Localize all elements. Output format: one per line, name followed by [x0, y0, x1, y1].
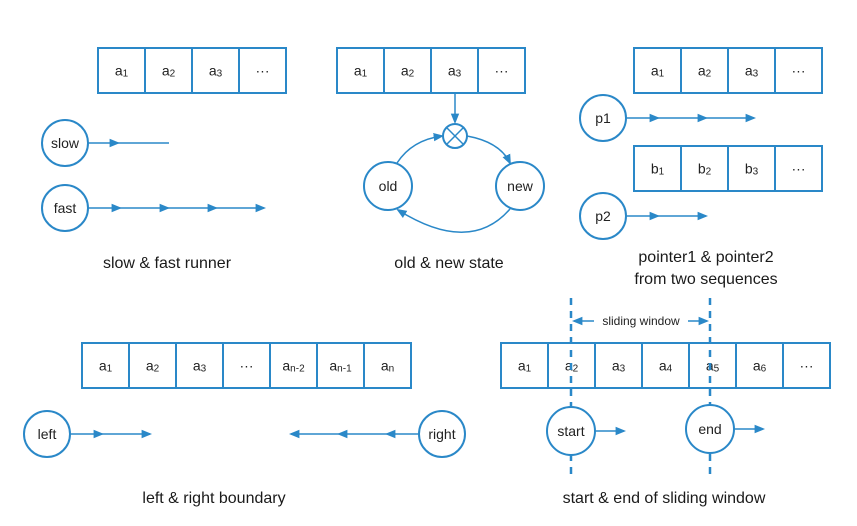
caption-left-right: left & right boundary	[142, 490, 285, 507]
array-cell	[782, 342, 831, 389]
op-to-new-arrow	[466, 135, 511, 165]
new-node	[495, 161, 545, 211]
array-cell	[727, 47, 776, 94]
caption-old-new: old & new state	[394, 255, 504, 272]
array-cell-label: ···	[495, 63, 509, 79]
right-label: right	[428, 426, 455, 442]
new-label: new	[507, 178, 534, 194]
caption-pointers-line1: pointer1 & pointer2	[638, 249, 773, 266]
sliding-window-label: sliding window	[602, 314, 680, 328]
p2-label: p2	[595, 208, 611, 224]
array-cell	[727, 145, 776, 192]
array-cell	[222, 342, 271, 389]
old-to-op-arrow	[396, 132, 445, 164]
array-cell	[594, 342, 643, 389]
array-cell	[633, 145, 682, 192]
start-label: start	[557, 423, 584, 439]
array-cell	[269, 342, 318, 389]
array-cell-label: ···	[792, 161, 806, 177]
array-cell	[774, 145, 823, 192]
array-cell-label: ···	[792, 63, 806, 79]
new-to-old-arrow	[396, 208, 511, 233]
left-label: left	[38, 426, 57, 442]
array-cell	[680, 47, 729, 94]
array-cell	[641, 342, 690, 389]
caption-sliding-window: start & end of sliding window	[563, 490, 766, 507]
fast-label: fast	[54, 200, 77, 216]
array-cell	[97, 47, 146, 94]
array-cell	[680, 145, 729, 192]
array-cell-label: ···	[800, 358, 814, 374]
combine-x-2	[446, 127, 464, 145]
caption-pointers-line2: from two sequences	[634, 271, 777, 288]
old-node	[363, 161, 413, 211]
p1-label: p1	[595, 110, 611, 126]
array-cell	[175, 342, 224, 389]
array-cell	[81, 342, 130, 389]
caption-slow-fast: slow & fast runner	[103, 255, 232, 272]
array-cell	[477, 47, 526, 94]
array-cell	[500, 342, 549, 389]
slow-label: slow	[51, 135, 80, 151]
end-label: end	[698, 421, 721, 437]
array-cell	[633, 47, 682, 94]
array-cell	[774, 47, 823, 94]
array-cell	[363, 342, 412, 389]
array-cell	[688, 342, 737, 389]
array-cell	[430, 47, 479, 94]
array-cell	[238, 47, 287, 94]
array-cell-label: ···	[240, 358, 254, 374]
array-cell-label: ···	[256, 63, 270, 79]
old-label: old	[379, 178, 398, 194]
array-cell	[191, 47, 240, 94]
array-cell	[128, 342, 177, 389]
